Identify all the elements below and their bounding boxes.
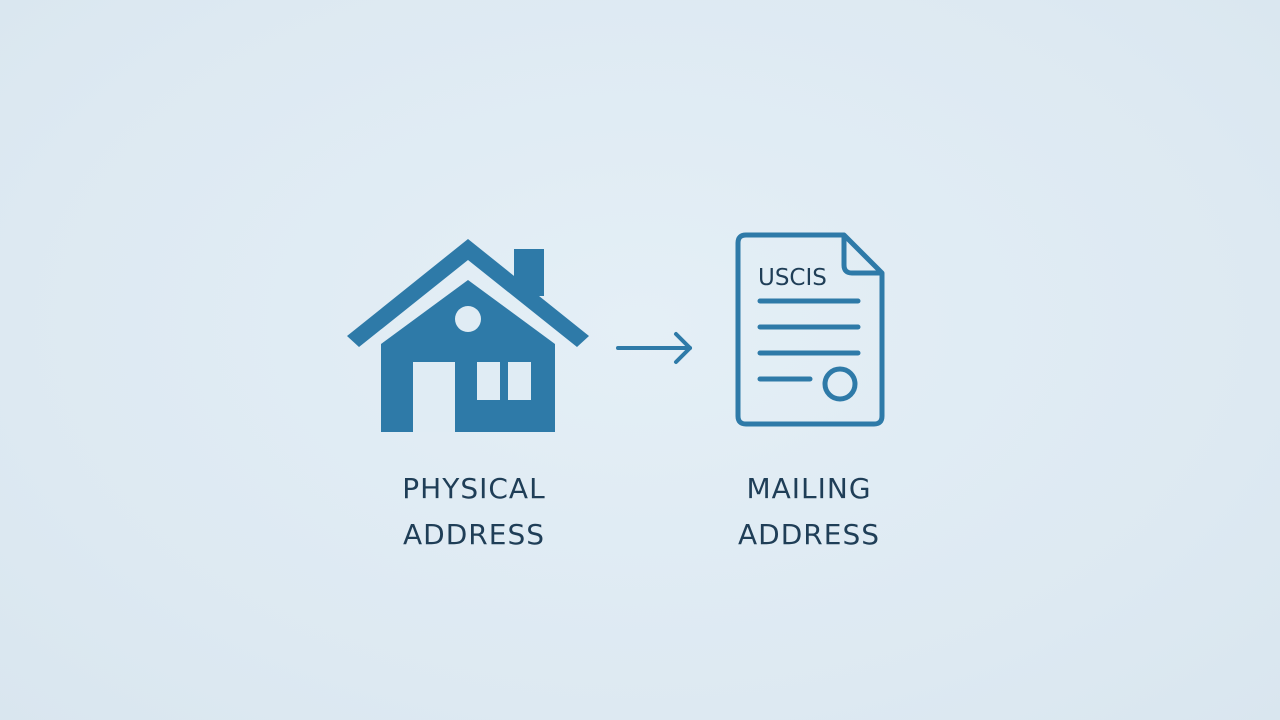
arrow-right-icon [614,330,698,366]
physical-address-label: PHYSICAL ADDRESS [324,466,624,558]
physical-address-label-line2: ADDRESS [403,518,545,551]
mailing-address-label: MAILING ADDRESS [659,466,959,558]
document-title: USCIS [758,265,827,291]
house-icon [344,236,592,436]
physical-address-label-line1: PHYSICAL [402,472,546,505]
mailing-address-label-line2: ADDRESS [738,518,880,551]
document-icon: USCIS [734,230,888,430]
mailing-address-label-line1: MAILING [746,472,872,505]
